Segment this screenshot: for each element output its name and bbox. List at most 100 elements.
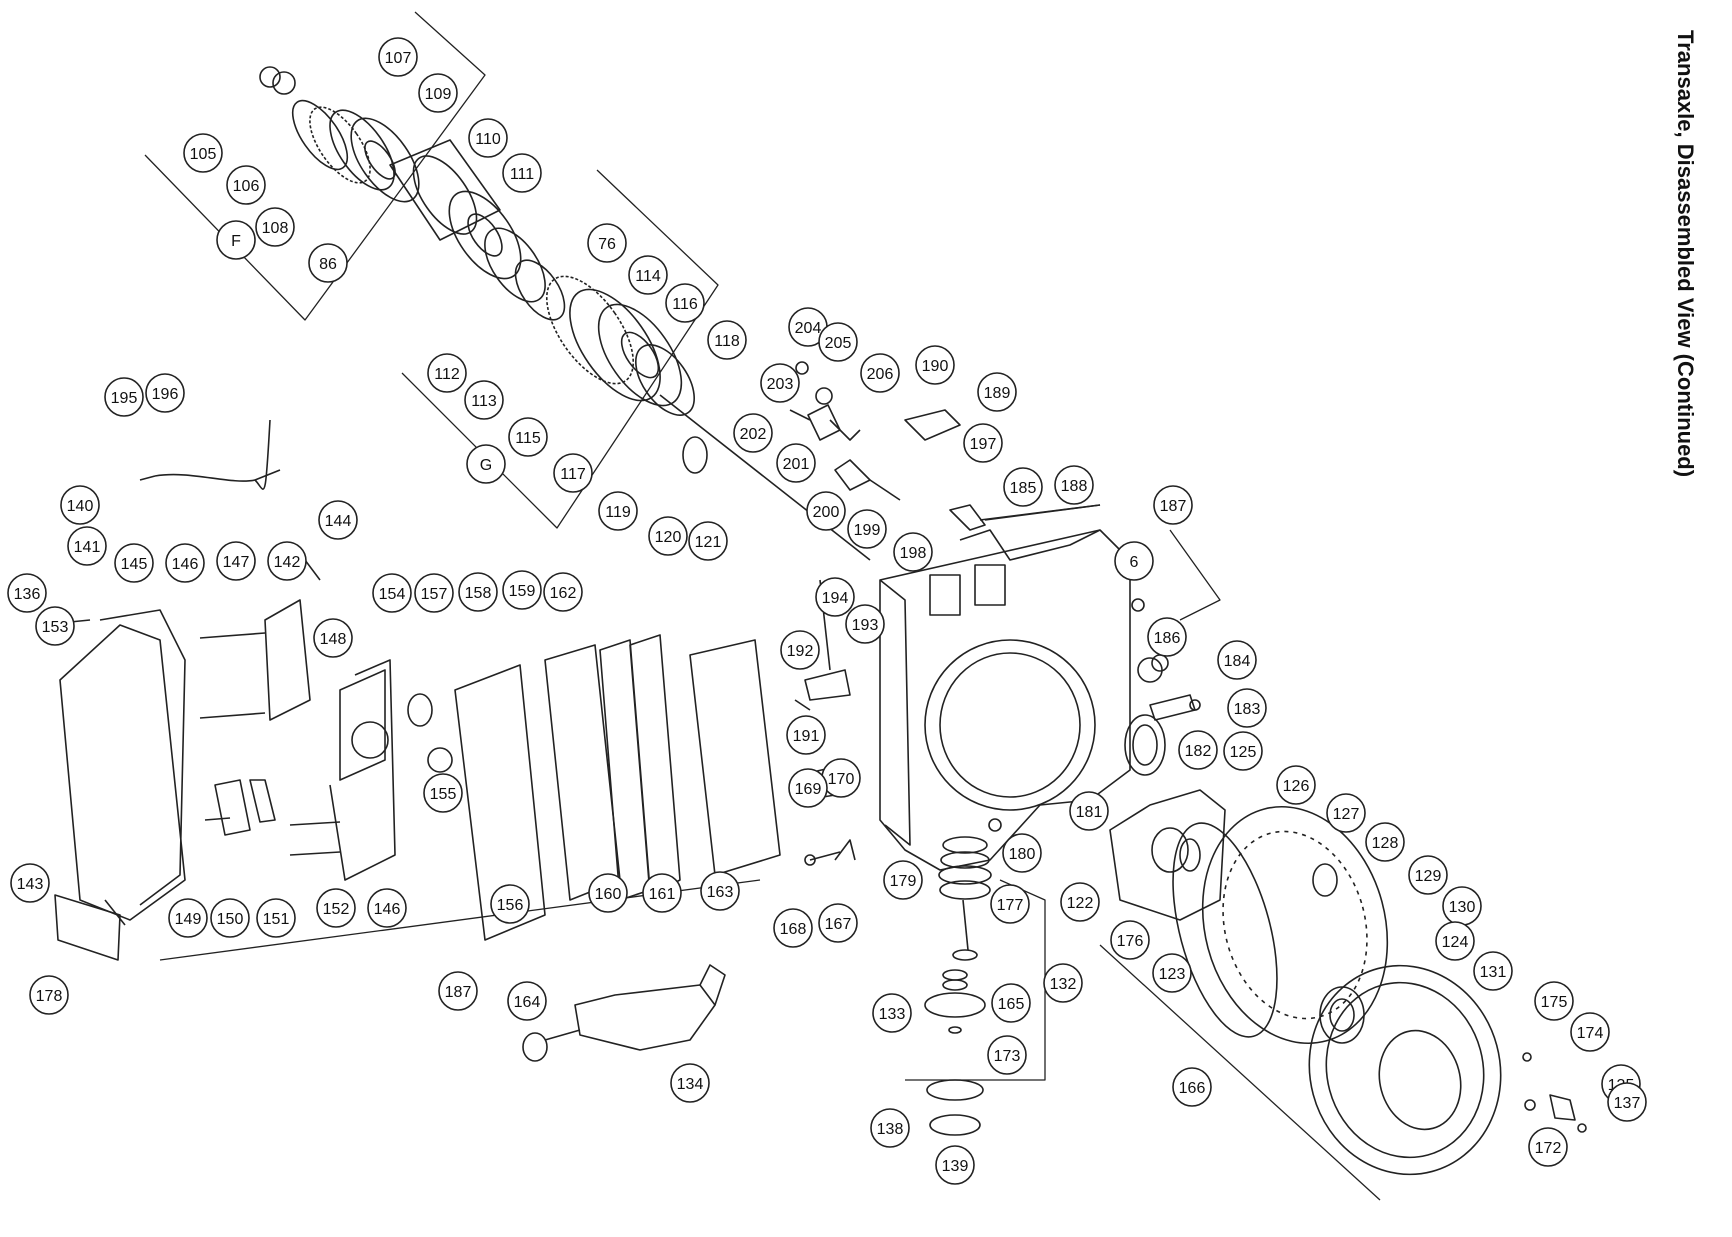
callout-circle xyxy=(587,223,627,263)
callout-circle xyxy=(168,898,208,938)
callout-label: 196 xyxy=(152,386,179,403)
callout-183: 183 xyxy=(1227,688,1267,728)
callout-circle xyxy=(464,380,504,420)
callout-label: 177 xyxy=(997,897,1024,914)
callout-174: 174 xyxy=(1570,1012,1610,1052)
callout-label: 144 xyxy=(325,513,352,530)
callout-105: 105 xyxy=(183,133,223,173)
callout-label: 159 xyxy=(509,583,536,600)
callout-circle xyxy=(1570,1012,1610,1052)
callout-circle xyxy=(788,768,828,808)
callout-circle xyxy=(256,898,296,938)
callout-196: 196 xyxy=(145,373,185,413)
callout-76: 76 xyxy=(587,223,627,263)
callout-label: 173 xyxy=(994,1048,1021,1065)
callout-202: 202 xyxy=(733,413,773,453)
callout-148: 148 xyxy=(313,618,353,658)
callout-label: 137 xyxy=(1614,1095,1641,1112)
callout-F: F xyxy=(216,220,256,260)
callout-circle xyxy=(458,572,498,612)
callout-label: 150 xyxy=(217,911,244,928)
callout-112: 112 xyxy=(427,353,467,393)
callout-label: 202 xyxy=(740,426,767,443)
callout-123: 123 xyxy=(1152,953,1192,993)
callout-137: 137 xyxy=(1607,1082,1647,1122)
callout-143: 143 xyxy=(10,863,50,903)
callout-circle xyxy=(847,509,887,549)
callout-circle xyxy=(815,577,855,617)
callout-circle xyxy=(29,975,69,1015)
callout-194: 194 xyxy=(815,577,855,617)
callout-122: 122 xyxy=(1060,882,1100,922)
callout-label: 133 xyxy=(879,1006,906,1023)
callout-133: 133 xyxy=(872,993,912,1033)
callout-circle xyxy=(255,207,295,247)
callout-132: 132 xyxy=(1043,963,1083,1003)
callout-circle xyxy=(1043,963,1083,1003)
callout-184: 184 xyxy=(1217,640,1257,680)
callout-circle xyxy=(670,1063,710,1103)
callout-162: 162 xyxy=(543,572,583,612)
callout-188: 188 xyxy=(1054,465,1094,505)
callout-label: 187 xyxy=(445,984,472,1001)
callout-138: 138 xyxy=(870,1108,910,1148)
callout-circle xyxy=(438,971,478,1011)
callout-label: 165 xyxy=(998,996,1025,1013)
callout-circle xyxy=(418,73,458,113)
callout-circle xyxy=(210,898,250,938)
callout-193: 193 xyxy=(845,604,885,644)
callout-circle xyxy=(1114,541,1154,581)
callout-circle xyxy=(367,888,407,928)
callout-circle xyxy=(60,485,100,525)
callout-circle xyxy=(145,373,185,413)
callout-circle xyxy=(1060,882,1100,922)
callout-154: 154 xyxy=(372,573,412,613)
callout-164: 164 xyxy=(507,981,547,1021)
callout-156: 156 xyxy=(490,884,530,924)
callout-label: 136 xyxy=(14,586,41,603)
callout-circle xyxy=(977,372,1017,412)
callout-circle xyxy=(665,283,705,323)
callout-153: 153 xyxy=(35,606,75,646)
callout-label: 161 xyxy=(649,886,676,903)
callout-label: 157 xyxy=(421,586,448,603)
callout-label: 192 xyxy=(787,643,814,660)
callout-label: 130 xyxy=(1449,899,1476,916)
callout-204: 204 xyxy=(788,307,828,347)
callout-label: 168 xyxy=(780,921,807,938)
callout-label: 106 xyxy=(233,178,260,195)
callout-205: 205 xyxy=(818,322,858,362)
callout-circle xyxy=(872,993,912,1033)
callout-circle xyxy=(468,118,508,158)
callout-label: G xyxy=(480,457,492,474)
callout-label: 170 xyxy=(828,771,855,788)
callout-label: 204 xyxy=(795,320,822,337)
callout-116: 116 xyxy=(665,283,705,323)
callout-circle xyxy=(991,983,1031,1023)
callout-label: 143 xyxy=(17,876,44,893)
callout-146: 146 xyxy=(165,543,205,583)
callout-167: 167 xyxy=(818,903,858,943)
callout-175: 175 xyxy=(1534,981,1574,1021)
callout-106: 106 xyxy=(226,165,266,205)
callout-181: 181 xyxy=(1069,791,1109,831)
callout-circle xyxy=(165,543,205,583)
planetary-g-art xyxy=(545,275,871,561)
callout-195: 195 xyxy=(104,377,144,417)
callout-200: 200 xyxy=(806,491,846,531)
callout-178: 178 xyxy=(29,975,69,1015)
callout-label: 197 xyxy=(970,436,997,453)
callout-circle xyxy=(786,715,826,755)
callout-circle xyxy=(502,153,542,193)
callout-124: 124 xyxy=(1435,921,1475,961)
callout-label: 124 xyxy=(1442,934,1469,951)
callout-163: 163 xyxy=(700,871,740,911)
callout-label: 141 xyxy=(74,539,101,556)
callout-label: 131 xyxy=(1480,964,1507,981)
callout-label: 190 xyxy=(922,358,949,375)
callout-label: 127 xyxy=(1333,806,1360,823)
callout-6: 6 xyxy=(1114,541,1154,581)
callout-label: 122 xyxy=(1067,895,1094,912)
callout-label: 182 xyxy=(1185,743,1212,760)
